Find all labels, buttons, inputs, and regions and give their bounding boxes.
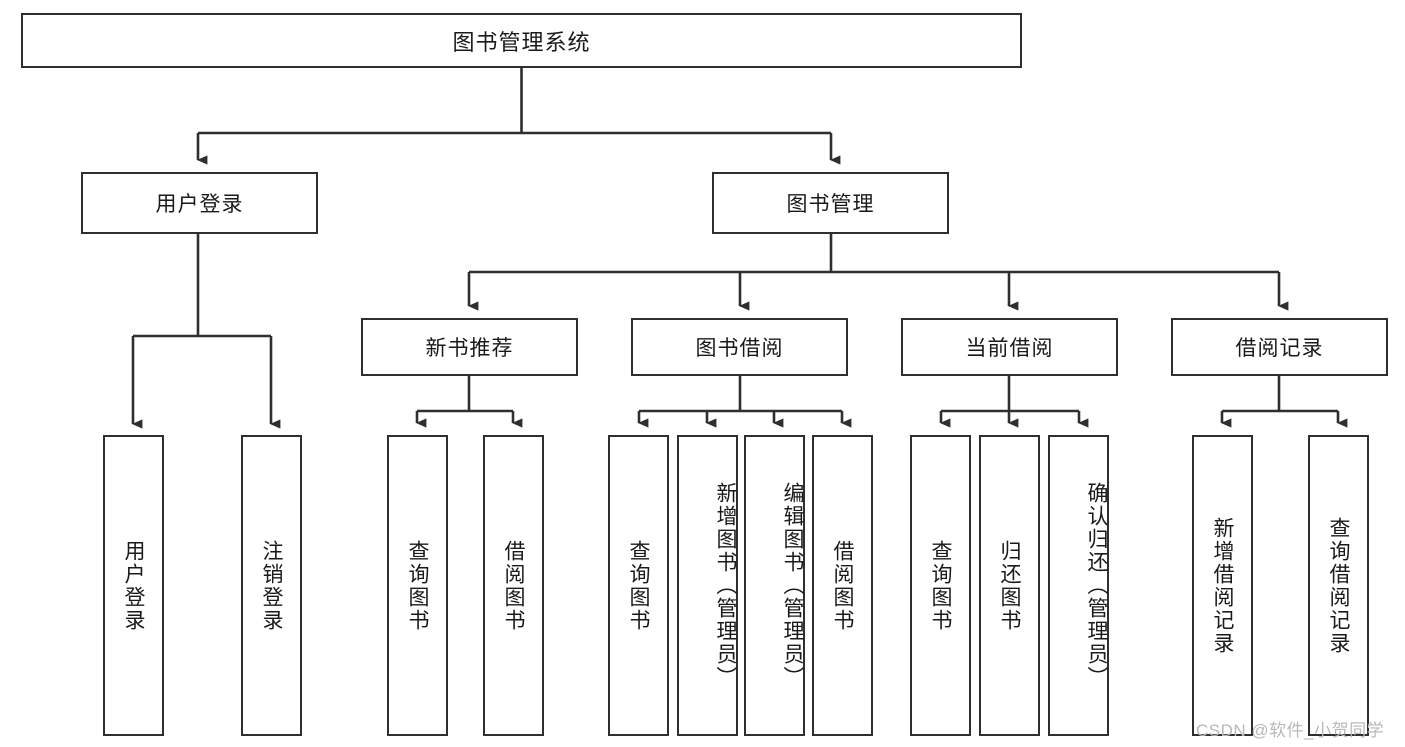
leaf-borrow-borrow-book[interactable]: 借阅图书	[812, 435, 873, 736]
node-label: 借阅图书	[502, 539, 525, 632]
leaf-user-login-logout[interactable]: 注销登录	[241, 435, 302, 736]
node-label: 新增借阅记录	[1211, 516, 1234, 655]
leaf-record-query-record[interactable]: 查询借阅记录	[1308, 435, 1369, 736]
node-user-login[interactable]: 用户登录	[81, 172, 318, 234]
leaf-recommend-query-book[interactable]: 查询图书	[387, 435, 448, 736]
node-label: 当前借阅	[965, 337, 1054, 360]
node-label: 图书借阅	[695, 337, 784, 360]
node-label: 借阅图书	[831, 539, 854, 632]
node-current-borrow[interactable]: 当前借阅	[901, 318, 1118, 376]
node-label: 新增图书（管理员）	[714, 482, 737, 689]
leaf-user-login-login[interactable]: 用户登录	[103, 435, 164, 736]
node-label: 用户登录	[122, 539, 145, 632]
node-book-management[interactable]: 图书管理	[712, 172, 949, 234]
leaf-borrow-edit-book-admin[interactable]: 编辑图书（管理员）	[744, 435, 805, 736]
leaf-recommend-borrow-book[interactable]: 借阅图书	[483, 435, 544, 736]
node-new-book-recommend[interactable]: 新书推荐	[361, 318, 578, 376]
node-book-borrow[interactable]: 图书借阅	[631, 318, 848, 376]
node-label: 查询借阅记录	[1327, 516, 1350, 655]
leaf-record-add-record[interactable]: 新增借阅记录	[1192, 435, 1253, 736]
node-label: 查询图书	[406, 539, 429, 632]
node-label: 用户登录	[155, 193, 244, 216]
node-label: 查询图书	[929, 539, 952, 632]
leaf-borrow-query-book[interactable]: 查询图书	[608, 435, 669, 736]
node-label: 确认归还（管理员）	[1085, 482, 1108, 689]
node-label: 新书推荐	[425, 337, 514, 360]
csdn-watermark: CSDN @软件_小贺同学	[1196, 721, 1385, 740]
node-borrow-record[interactable]: 借阅记录	[1171, 318, 1388, 376]
node-root-system[interactable]: 图书管理系统	[21, 13, 1022, 68]
leaf-current-query-book[interactable]: 查询图书	[910, 435, 971, 736]
node-label: 借阅记录	[1235, 337, 1324, 360]
leaf-borrow-add-book-admin[interactable]: 新增图书（管理员）	[677, 435, 738, 736]
node-label: 图书管理系统	[452, 29, 591, 55]
node-label: 图书管理	[786, 193, 875, 216]
leaf-current-return-book[interactable]: 归还图书	[979, 435, 1040, 736]
node-label: 查询图书	[627, 539, 650, 632]
node-label: 注销登录	[260, 539, 283, 632]
node-label: 编辑图书（管理员）	[781, 482, 804, 689]
leaf-current-confirm-return-admin[interactable]: 确认归还（管理员）	[1048, 435, 1109, 736]
node-label: 归还图书	[998, 539, 1021, 632]
